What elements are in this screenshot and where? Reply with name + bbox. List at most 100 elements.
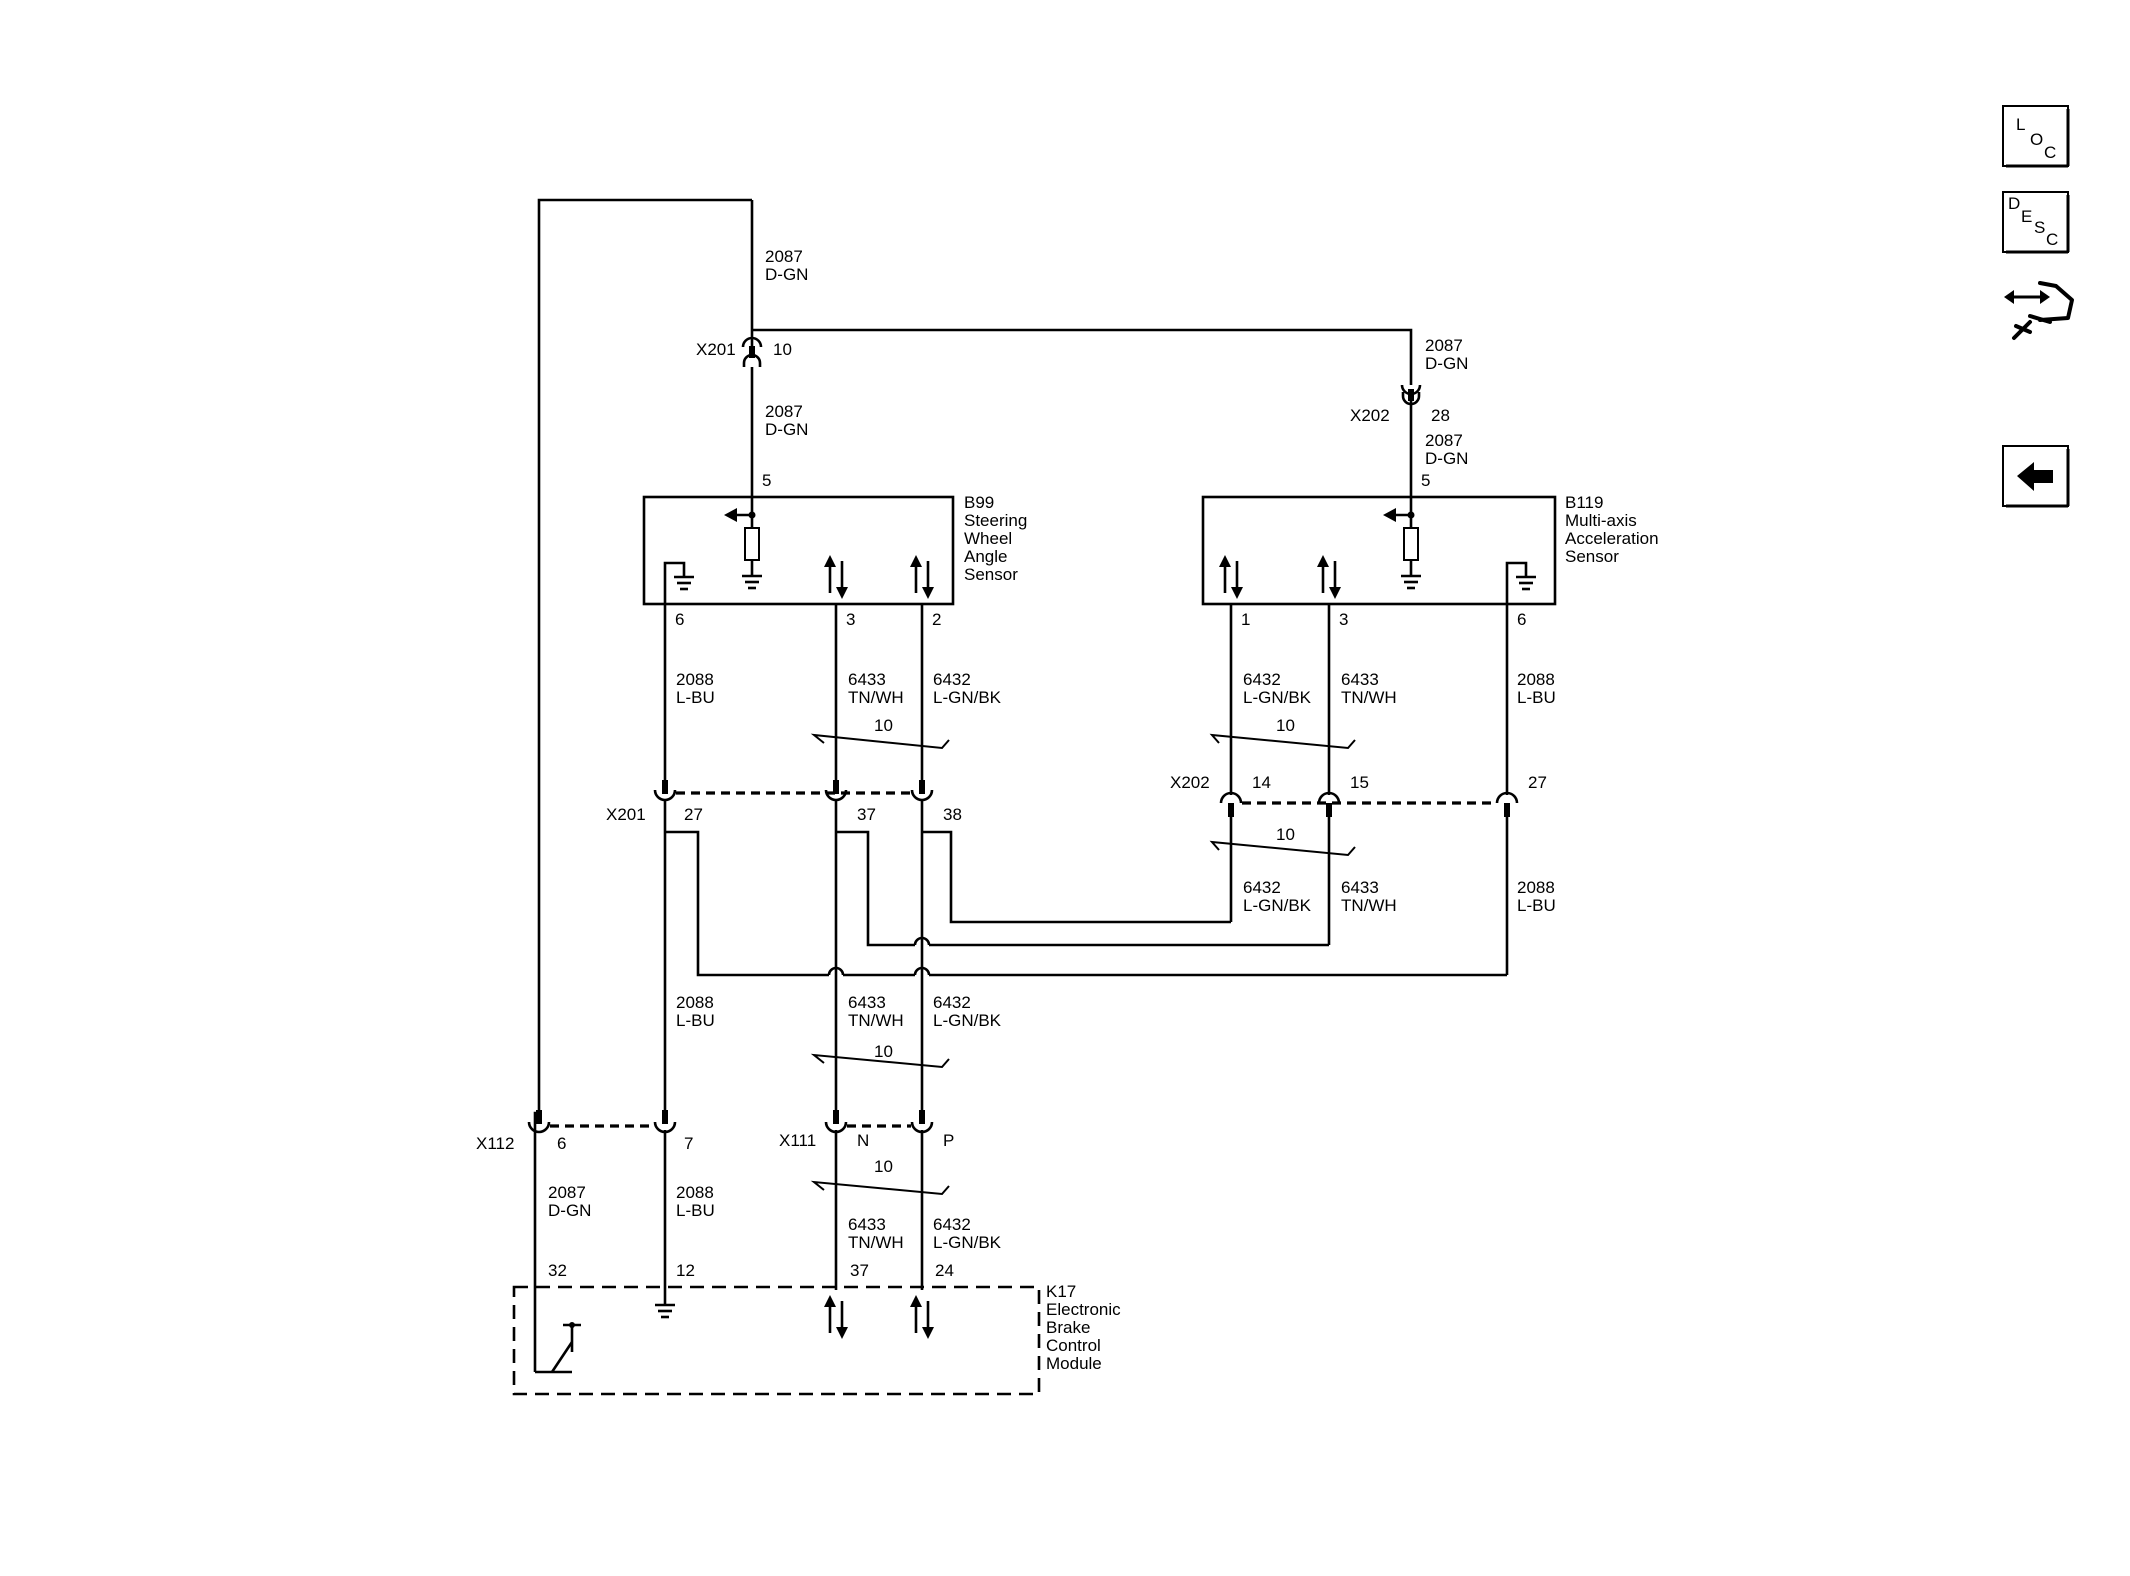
- svg-text:Angle: Angle: [964, 547, 1007, 566]
- svg-text:10: 10: [773, 340, 792, 359]
- svg-text:2088: 2088: [676, 670, 714, 689]
- svg-text:27: 27: [1528, 773, 1547, 792]
- svg-text:X201: X201: [606, 805, 646, 824]
- svg-text:D-GN: D-GN: [765, 265, 808, 284]
- svg-text:28: 28: [1431, 406, 1450, 425]
- twisted-pair-marks: [810, 733, 1356, 1196]
- svg-text:L-GN/BK: L-GN/BK: [933, 688, 1002, 707]
- arrow-left-icon: [2017, 462, 2053, 491]
- svg-text:D-GN: D-GN: [548, 1201, 591, 1220]
- svg-text:O: O: [2030, 130, 2043, 149]
- svg-text:C: C: [2044, 143, 2056, 162]
- description-button[interactable]: D E S C: [2002, 191, 2070, 254]
- svg-text:6: 6: [557, 1134, 566, 1153]
- b99-label: B99 Steering Wheel Angle Sensor: [964, 493, 1027, 584]
- svg-text:6433: 6433: [1341, 670, 1379, 689]
- svg-text:1: 1: [1241, 610, 1250, 629]
- svg-text:X112: X112: [476, 1134, 514, 1153]
- svg-text:C: C: [2046, 230, 2058, 249]
- svg-text:2087: 2087: [765, 402, 803, 421]
- svg-text:L-GN/BK: L-GN/BK: [1243, 896, 1312, 915]
- svg-text:10: 10: [1276, 716, 1295, 735]
- svg-text:6432: 6432: [933, 670, 971, 689]
- svg-text:N: N: [857, 1131, 869, 1150]
- svg-text:10: 10: [1276, 825, 1295, 844]
- svg-text:L-BU: L-BU: [676, 1011, 715, 1030]
- b99-internals: [663, 508, 934, 603]
- svg-text:TN/WH: TN/WH: [1341, 896, 1397, 915]
- svg-text:L-BU: L-BU: [1517, 688, 1556, 707]
- svg-text:6: 6: [1517, 610, 1526, 629]
- svg-text:5: 5: [762, 471, 771, 490]
- b119-label: B119 Multi-axis Acceleration Sensor: [1565, 493, 1659, 566]
- svg-text:2088: 2088: [676, 993, 714, 1012]
- svg-text:2088: 2088: [1517, 878, 1555, 897]
- svg-text:2087: 2087: [1425, 431, 1463, 450]
- svg-text:6433: 6433: [848, 670, 886, 689]
- svg-text:X201: X201: [696, 340, 736, 359]
- svg-text:12: 12: [676, 1261, 695, 1280]
- svg-text:2087: 2087: [1425, 336, 1463, 355]
- svg-text:X202: X202: [1350, 406, 1390, 425]
- splice-jumps: [742, 353, 1421, 406]
- svg-text:6433: 6433: [848, 1215, 886, 1234]
- svg-text:L-BU: L-BU: [676, 1201, 715, 1220]
- twist-count-labels: 10 10 10 10 10: [874, 716, 1295, 1176]
- svg-text:2087: 2087: [548, 1183, 586, 1202]
- svg-text:D-GN: D-GN: [1425, 449, 1468, 468]
- svg-text:2087: 2087: [765, 247, 803, 266]
- svg-text:27: 27: [684, 805, 703, 824]
- svg-text:6: 6: [675, 610, 684, 629]
- svg-text:6432: 6432: [933, 993, 971, 1012]
- svg-text:Steering: Steering: [964, 511, 1027, 530]
- svg-text:B99: B99: [964, 493, 994, 512]
- svg-text:2088: 2088: [1517, 670, 1555, 689]
- wires: [533, 198, 1509, 1290]
- svg-text:L-BU: L-BU: [676, 688, 715, 707]
- svg-text:L-GN/BK: L-GN/BK: [933, 1011, 1002, 1030]
- svg-text:Multi-axis: Multi-axis: [1565, 511, 1637, 530]
- pin-numbers: 10 28 5 5 6 3 2 1 3 6 27 37 38 14 15 27 …: [548, 340, 1547, 1280]
- svg-text:Brake: Brake: [1046, 1318, 1090, 1337]
- svg-text:2: 2: [932, 610, 941, 629]
- svg-text:D-GN: D-GN: [1425, 354, 1468, 373]
- svg-text:L: L: [2016, 115, 2025, 134]
- svg-text:24: 24: [935, 1261, 954, 1280]
- svg-text:3: 3: [1339, 610, 1348, 629]
- svg-text:TN/WH: TN/WH: [848, 1011, 904, 1030]
- connector-bodies: [550, 791, 1496, 1128]
- svg-text:6432: 6432: [1243, 670, 1281, 689]
- svg-text:L-BU: L-BU: [1517, 896, 1556, 915]
- svg-text:10: 10: [874, 716, 893, 735]
- svg-text:6433: 6433: [1341, 878, 1379, 897]
- back-button[interactable]: [2002, 445, 2070, 508]
- svg-text:6432: 6432: [1243, 878, 1281, 897]
- svg-text:TN/WH: TN/WH: [1341, 688, 1397, 707]
- svg-text:L-GN/BK: L-GN/BK: [1243, 688, 1312, 707]
- b119-acceleration-sensor-box: [1201, 495, 1557, 606]
- svg-text:37: 37: [850, 1261, 869, 1280]
- b99-steering-angle-sensor-box: [642, 495, 955, 606]
- location-button[interactable]: L O C: [2002, 105, 2070, 168]
- connector-labels: X201 X202 X201 X202 X112 X111: [476, 340, 1390, 1153]
- svg-text:E: E: [2021, 207, 2032, 226]
- svg-text:Control: Control: [1046, 1336, 1101, 1355]
- k17-label: K17 Electronic Brake Control Module: [1046, 1282, 1121, 1373]
- svg-text:38: 38: [943, 805, 962, 824]
- svg-text:TN/WH: TN/WH: [848, 1233, 904, 1252]
- svg-text:10: 10: [874, 1157, 893, 1176]
- svg-text:Sensor: Sensor: [964, 565, 1018, 584]
- svg-text:Module: Module: [1046, 1354, 1102, 1373]
- svg-text:7: 7: [684, 1134, 693, 1153]
- svg-text:Acceleration: Acceleration: [1565, 529, 1659, 548]
- svg-text:37: 37: [857, 805, 876, 824]
- wire-crossing-hops: [827, 936, 931, 976]
- k17-ebcm-box: [512, 1285, 1041, 1396]
- svg-text:10: 10: [874, 1042, 893, 1061]
- b119-internals: [1219, 508, 1536, 603]
- svg-text:Wheel: Wheel: [964, 529, 1012, 548]
- connector-view-icon[interactable]: [2004, 281, 2074, 340]
- k17-internals: [533, 1290, 934, 1374]
- svg-text:D-GN: D-GN: [765, 420, 808, 439]
- svg-text:Sensor: Sensor: [1565, 547, 1619, 566]
